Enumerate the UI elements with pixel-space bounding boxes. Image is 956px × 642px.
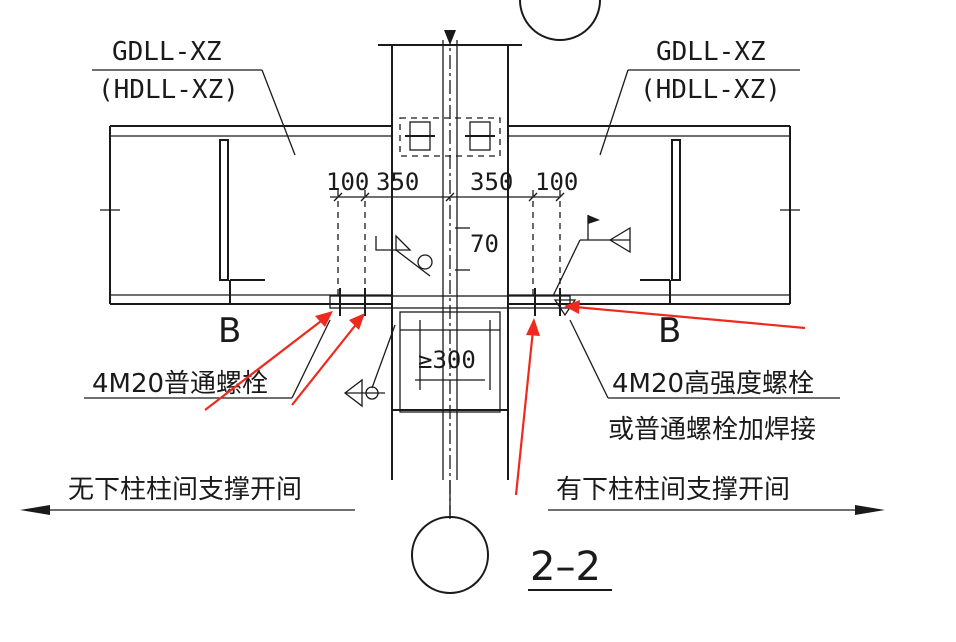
dim-100-left: 100 xyxy=(326,168,369,196)
beam-left xyxy=(100,125,392,305)
bolt-note-left: 4M20普通螺栓 xyxy=(92,369,268,399)
leader-lines xyxy=(84,69,840,399)
top-axis-bubble xyxy=(519,0,601,41)
axis-bubble xyxy=(411,516,489,594)
weld-symbol-upper-left xyxy=(375,234,433,277)
section-mark-left: B xyxy=(218,311,241,351)
beam-label-left-top: GDLL-XZ xyxy=(112,37,222,67)
dim-350-left: 350 xyxy=(376,168,419,196)
beam-right xyxy=(508,125,800,305)
weld-symbol-upper-right xyxy=(552,215,631,297)
bolt-note-right-2: 或普通螺栓加焊接 xyxy=(608,415,816,445)
section-title: 2–2 xyxy=(530,544,601,590)
dim-ge-300: ≥300 xyxy=(418,346,476,374)
bolt-note-right-1: 4M20高强度螺栓 xyxy=(612,369,814,399)
bottom-flange-plate xyxy=(329,288,571,316)
red-arrow-1 xyxy=(204,311,333,411)
bay-arrow-left xyxy=(20,505,355,515)
column xyxy=(378,30,522,520)
section-mark-right: B xyxy=(658,311,681,351)
dim-350-right: 350 xyxy=(470,168,513,196)
top-bolt-group xyxy=(399,117,501,157)
beam-label-right-bottom: (HDLL-XZ) xyxy=(640,75,781,105)
red-arrow-2 xyxy=(291,313,365,406)
dimension-lines xyxy=(330,190,565,300)
section-cut-left xyxy=(229,279,265,304)
bay-label-left: 无下柱柱间支撑开间 xyxy=(68,475,302,505)
beam-label-right-top: GDLL-XZ xyxy=(656,37,766,67)
lower-bracket xyxy=(392,311,508,413)
bay-arrow-right xyxy=(548,505,885,515)
weld-symbol-lower-left xyxy=(343,324,396,408)
bay-label-right: 有下柱柱间支撑开间 xyxy=(556,475,790,505)
section-cut-right xyxy=(640,279,671,304)
red-arrow-4 xyxy=(564,300,806,330)
beam-label-left-bottom: (HDLL-XZ) xyxy=(98,75,239,105)
red-arrow-3 xyxy=(514,318,540,496)
dim-70: 70 xyxy=(470,230,499,258)
dim-100-right: 100 xyxy=(535,168,578,196)
